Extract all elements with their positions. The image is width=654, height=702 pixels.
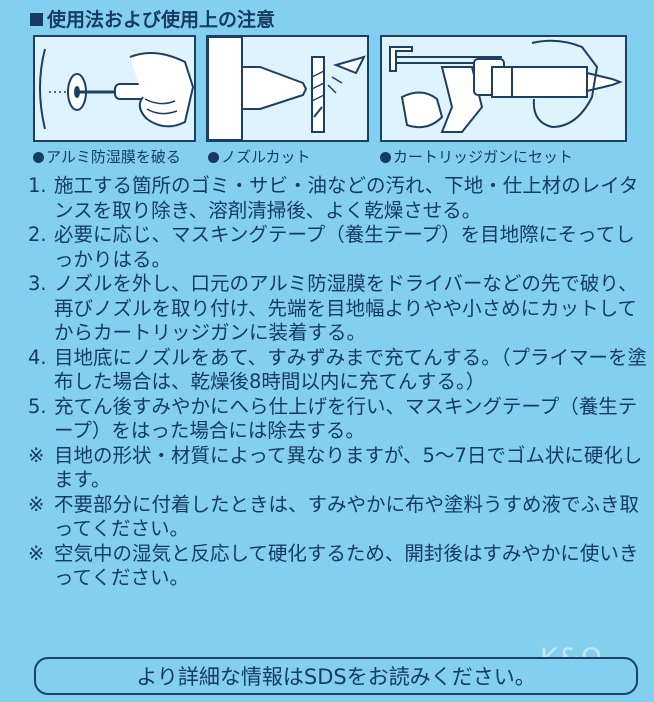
step-number: 4. — [28, 345, 47, 369]
step-number: 2. — [28, 223, 47, 246]
step-item: 3. ノズルを外し、口元のアルミ防湿膜をドライバーなどの先で破り、再びノズルを取り… — [28, 272, 648, 346]
round-bullet-icon — [33, 152, 44, 163]
caption-cartridge-gun: カートリッジガンにセット — [380, 146, 573, 167]
note-text: 空気中の湿気と反応して硬化するため、開封後はすみやかに使いきってください。 — [54, 541, 639, 590]
step-number: 5. — [28, 394, 47, 418]
illustration-nozzle-cut — [206, 35, 369, 142]
step-item: 4. 目地底にノズルをあて、すみずみまで充てんする。（プライマーを塗布した場合は、… — [28, 346, 648, 395]
round-bullet-icon — [380, 152, 391, 163]
caption-text: アルミ防湿膜を破る — [46, 148, 181, 166]
caption-text: ノズルカット — [221, 148, 311, 166]
step-text: 施工する箇所のゴミ・サビ・油などの汚れ、下地・仕上材のレイタンスを取り除き、溶剤… — [54, 174, 639, 222]
note-item: ※ 目地の形状・材質によって異なりますが、5〜7日でゴム状に硬化します。 — [28, 444, 648, 493]
instruction-list: 1. 施工する箇所のゴミ・サビ・油などの汚れ、下地・仕上材のレイタンスを取り除き、… — [28, 174, 648, 591]
sds-notice-text: より詳細な情報はSDSをお読みください。 — [136, 665, 536, 689]
step-item: 2. 必要に応じ、マスキングテープ（養生テープ）を目地際にそってしっかりはる。 — [28, 223, 648, 272]
cartridge-gun-icon — [382, 37, 625, 140]
note-mark: ※ — [28, 541, 45, 565]
step-item: 1. 施工する箇所のゴミ・サビ・油などの汚れ、下地・仕上材のレイタンスを取り除き、… — [28, 174, 648, 223]
illustration-break-membrane — [33, 35, 196, 142]
note-text: 不要部分に付着したときは、すみやかに布や塗料うすめ液でふき取ってください。 — [54, 492, 640, 541]
step-text: 必要に応じ、マスキングテープ（養生テープ）を目地際にそってしっかりはる。 — [54, 223, 635, 271]
sds-notice-box: より詳細な情報はSDSをお読みください。 — [34, 657, 638, 695]
square-bullet-icon — [30, 13, 43, 26]
note-mark: ※ — [28, 443, 45, 467]
caption-break-membrane: アルミ防湿膜を破る — [33, 146, 181, 167]
step-item: 5. 充てん後すみやかにへら仕上げを行い、マスキングテープ（養生テープ）をはった場… — [28, 395, 648, 444]
caption-nozzle-cut: ノズルカット — [208, 146, 311, 167]
round-bullet-icon — [208, 152, 219, 163]
note-mark: ※ — [28, 492, 45, 516]
step-number: 3. — [28, 272, 47, 295]
step-number: 1. — [28, 174, 47, 197]
section-heading: 使用法および使用上の注意 — [30, 5, 275, 32]
caption-text: カートリッジガンにセット — [393, 148, 574, 166]
step-text: 目地底にノズルをあて、すみずみまで充てんする。（プライマーを塗布した場合は、乾燥… — [54, 345, 647, 394]
screwdriver-cartridge-icon — [35, 37, 194, 140]
note-text: 目地の形状・材質によって異なりますが、5〜7日でゴム状に硬化します。 — [54, 443, 643, 492]
note-item: ※ 空気中の湿気と反応して硬化するため、開封後はすみやかに使いきってください。 — [28, 542, 648, 591]
illustration-cartridge-gun — [380, 35, 627, 142]
section-heading-text: 使用法および使用上の注意 — [47, 9, 276, 31]
step-text: ノズルを外し、口元のアルミ防湿膜をドライバーなどの先で破り、再びノズルを取り付け… — [54, 272, 638, 344]
step-text: 充てん後すみやかにへら仕上げを行い、マスキングテープ（養生テープ）をはった場合に… — [54, 394, 638, 443]
nozzle-cutter-icon — [208, 37, 367, 140]
note-item: ※ 不要部分に付着したときは、すみやかに布や塗料うすめ液でふき取ってください。 — [28, 493, 648, 542]
